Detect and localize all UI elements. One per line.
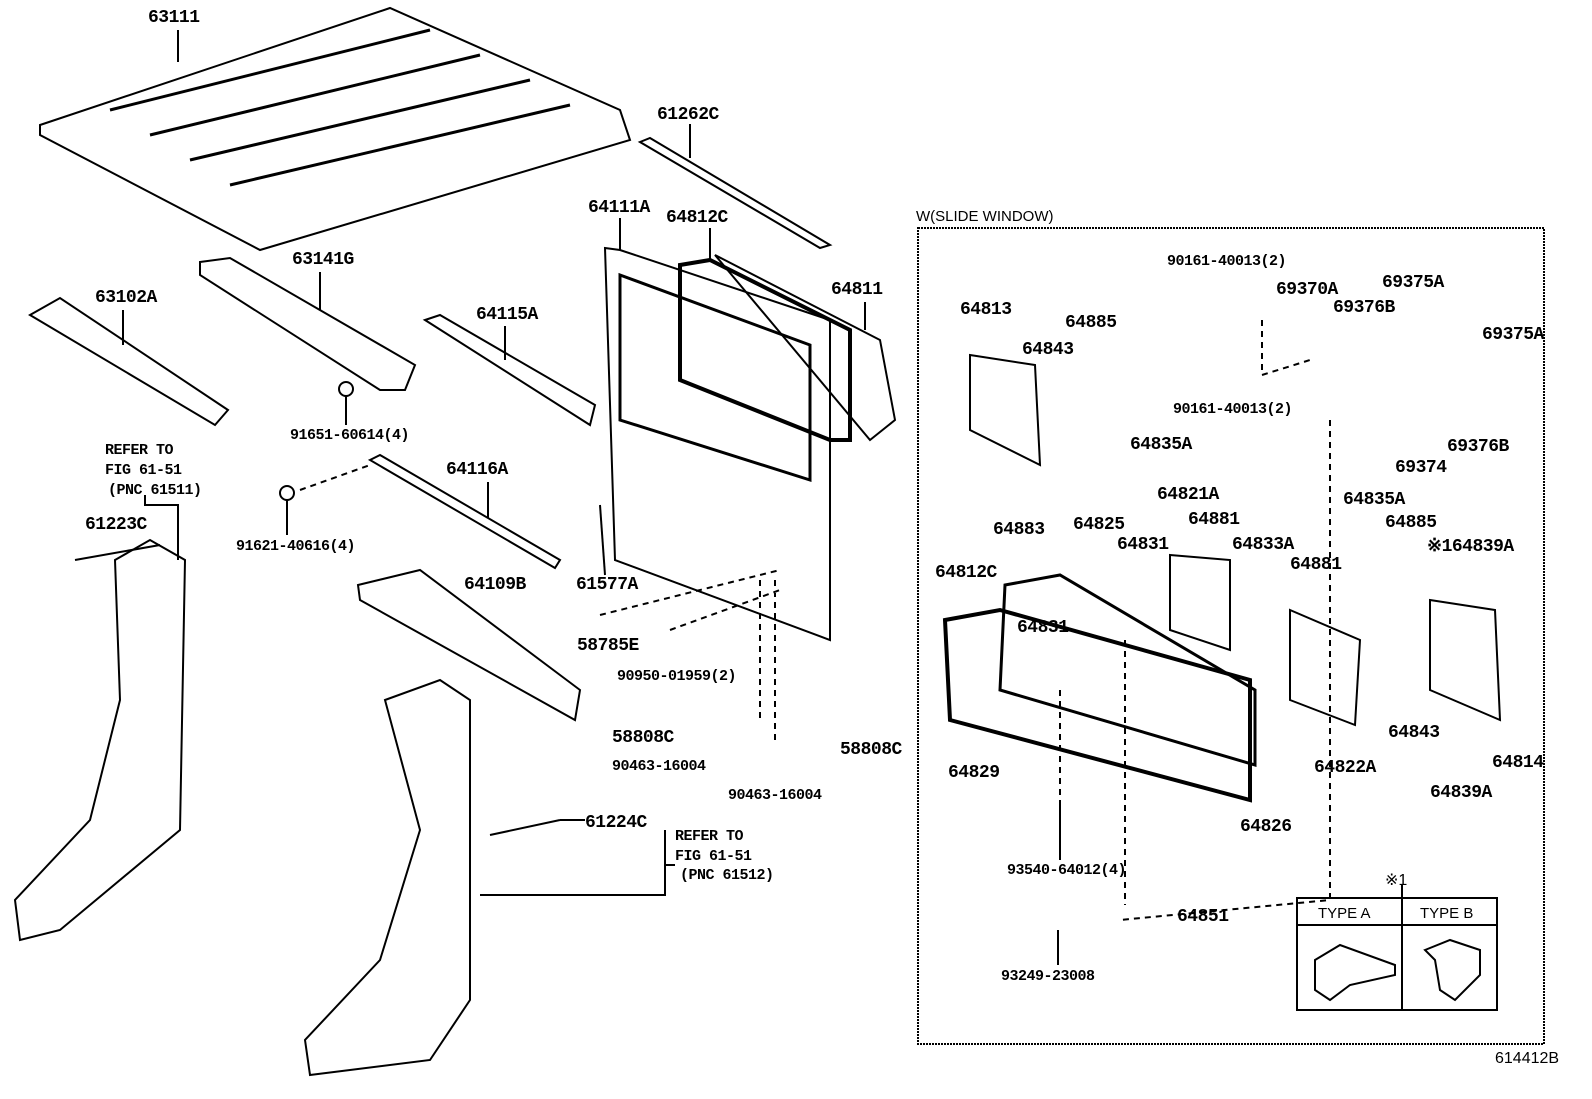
part-label: 61262C [657, 105, 719, 125]
type-b-header: TYPE B [1420, 905, 1474, 922]
part-label: 69376B [1333, 298, 1395, 318]
part-label: 64881 [1188, 510, 1240, 530]
refer-note: FIG 61-51 [675, 848, 752, 865]
part-label: 90463-16004 [612, 758, 706, 775]
part-label: 64883 [993, 520, 1045, 540]
part-label: 64831 [1017, 618, 1069, 638]
part-label: 90463-16004 [728, 787, 822, 804]
part-label: 64839A [1430, 783, 1492, 803]
part-label: 69376B [1447, 437, 1509, 457]
part-label: 63111 [148, 8, 200, 28]
rail-63102a [28, 296, 230, 427]
refer-note: (PNC 61512) [680, 867, 774, 884]
part-label: 64825 [1073, 515, 1125, 535]
part-label: 64116A [446, 460, 508, 480]
part-label: 58808C [612, 728, 674, 748]
slide-window-panel [917, 227, 1545, 1045]
part-label: 64826 [1240, 817, 1292, 837]
part-label: 64821A [1157, 485, 1219, 505]
part-label: 64813 [960, 300, 1012, 320]
refer-note: REFER TO [675, 828, 744, 845]
type-table [1296, 897, 1498, 1011]
part-label: 64835A [1130, 435, 1192, 455]
part-label: 91621-40616(4) [236, 538, 356, 555]
part-label: 90161-40013(2) [1173, 401, 1293, 418]
part-label: 69374 [1395, 458, 1447, 478]
part-label: 64115A [476, 305, 538, 325]
part-label: 64822A [1314, 758, 1376, 778]
part-label: 61223C [85, 515, 147, 535]
part-label: 64812C [666, 208, 728, 228]
part-label: 64885 [1385, 513, 1437, 533]
part-label: 64843 [1388, 723, 1440, 743]
part-label: 69370A [1276, 280, 1338, 300]
part-label: 63102A [95, 288, 157, 308]
refer-note: FIG 61-51 [105, 462, 182, 479]
part-label: 64835A [1343, 490, 1405, 510]
type-a-header: TYPE A [1318, 905, 1371, 922]
back-panel [603, 246, 831, 642]
refer-note: (PNC 61511) [108, 482, 202, 499]
part-label: 90161-40013(2) [1167, 253, 1287, 270]
part-label: 64814 [1492, 753, 1544, 773]
part-label: 64109B [464, 575, 526, 595]
part-label: 64111A [588, 198, 650, 218]
part-label: 64885 [1065, 313, 1117, 333]
part-label: 61224C [585, 813, 647, 833]
part-label: 90950-01959(2) [617, 668, 737, 685]
figure-code: 614412B [1495, 1050, 1560, 1067]
note-marker: ※1 [1385, 872, 1408, 889]
part-label: 64851 [1177, 907, 1229, 927]
part-label: 58808C [840, 740, 902, 760]
part-label: 64833A [1232, 535, 1294, 555]
left-pillar [13, 538, 187, 942]
part-label: ※164839A [1427, 537, 1514, 557]
part-label: 64829 [948, 763, 1000, 783]
section-title: W(SLIDE WINDOW) [916, 208, 1054, 225]
part-label: 69375A [1482, 325, 1544, 345]
refer-note: REFER TO [105, 442, 174, 459]
part-label: 61577A [576, 575, 638, 595]
part-label: 58785E [577, 636, 639, 656]
center-pillar [303, 678, 471, 1077]
part-label: 64811 [831, 280, 883, 300]
part-label: 64831 [1117, 535, 1169, 555]
roof-panel [39, 6, 632, 252]
roof-rail [199, 256, 417, 391]
part-label: 64881 [1290, 555, 1342, 575]
part-label: 64812C [935, 563, 997, 583]
part-label: 63141G [292, 250, 354, 270]
part-label: 64843 [1022, 340, 1074, 360]
part-label: 93249-23008 [1001, 968, 1095, 985]
part-label: 69375A [1382, 273, 1444, 293]
part-label: 91651-60614(4) [290, 427, 410, 444]
part-label: 93540-64012(4) [1007, 862, 1127, 879]
